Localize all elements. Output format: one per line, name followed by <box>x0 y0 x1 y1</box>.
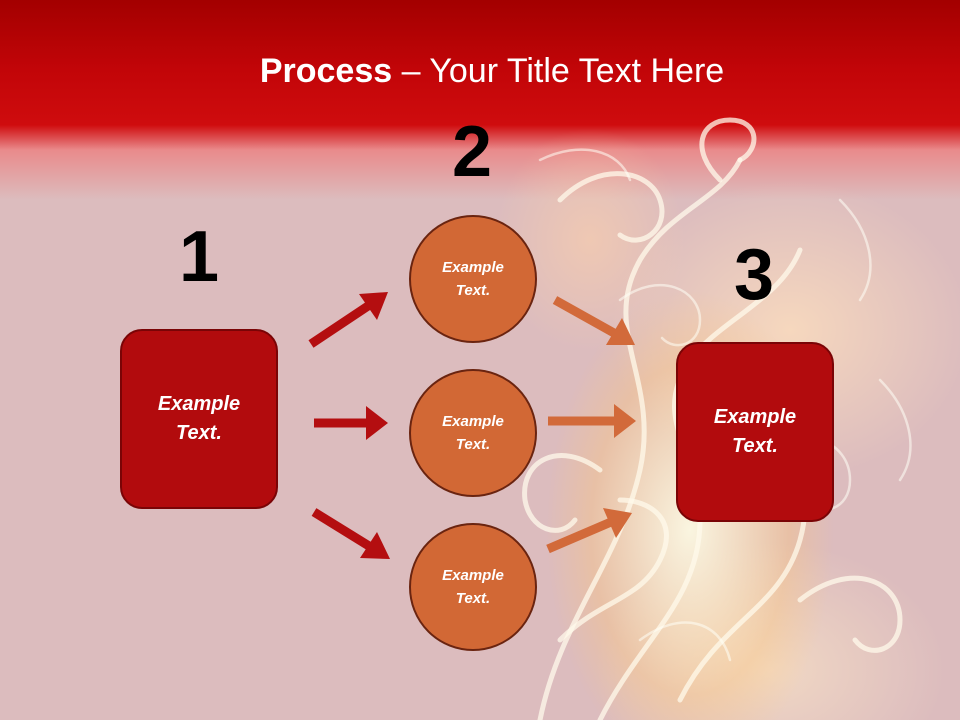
step-number-2: 2 <box>451 112 493 192</box>
step-2-circle-1: Example Text. <box>409 215 537 343</box>
arrow-circle-2-to-3 <box>548 404 636 438</box>
step-1-label: Example Text. <box>157 393 241 444</box>
arrow-circle-3-to-3 <box>546 508 632 554</box>
step-1-box: Example Text. <box>120 329 278 509</box>
step-2-circle-2-label: Example Text. <box>442 413 504 453</box>
arrow-circle-1-to-3 <box>552 296 635 345</box>
step-2-circle-1-label: Example Text. <box>442 259 504 299</box>
step-number-1: 1 <box>178 217 220 297</box>
step-3-label: Example Text. <box>713 406 797 457</box>
title-rest: – Your Title Text Here <box>392 52 725 90</box>
step-2-circle-2: Example Text. <box>409 369 537 497</box>
step-2-circle-3-label: Example Text. <box>442 567 504 607</box>
title-bold: Process <box>259 52 393 90</box>
step-3-box: Example Text. <box>676 342 834 522</box>
slide-title: Process – Your Title Text Here <box>0 52 960 91</box>
step-2-circle-3: Example Text. <box>409 523 537 651</box>
arrow-1-to-circle-2 <box>314 406 388 440</box>
arrow-1-to-circle-3 <box>311 508 390 559</box>
step-number-3: 3 <box>733 235 775 315</box>
arrow-1-to-circle-1 <box>308 292 388 348</box>
